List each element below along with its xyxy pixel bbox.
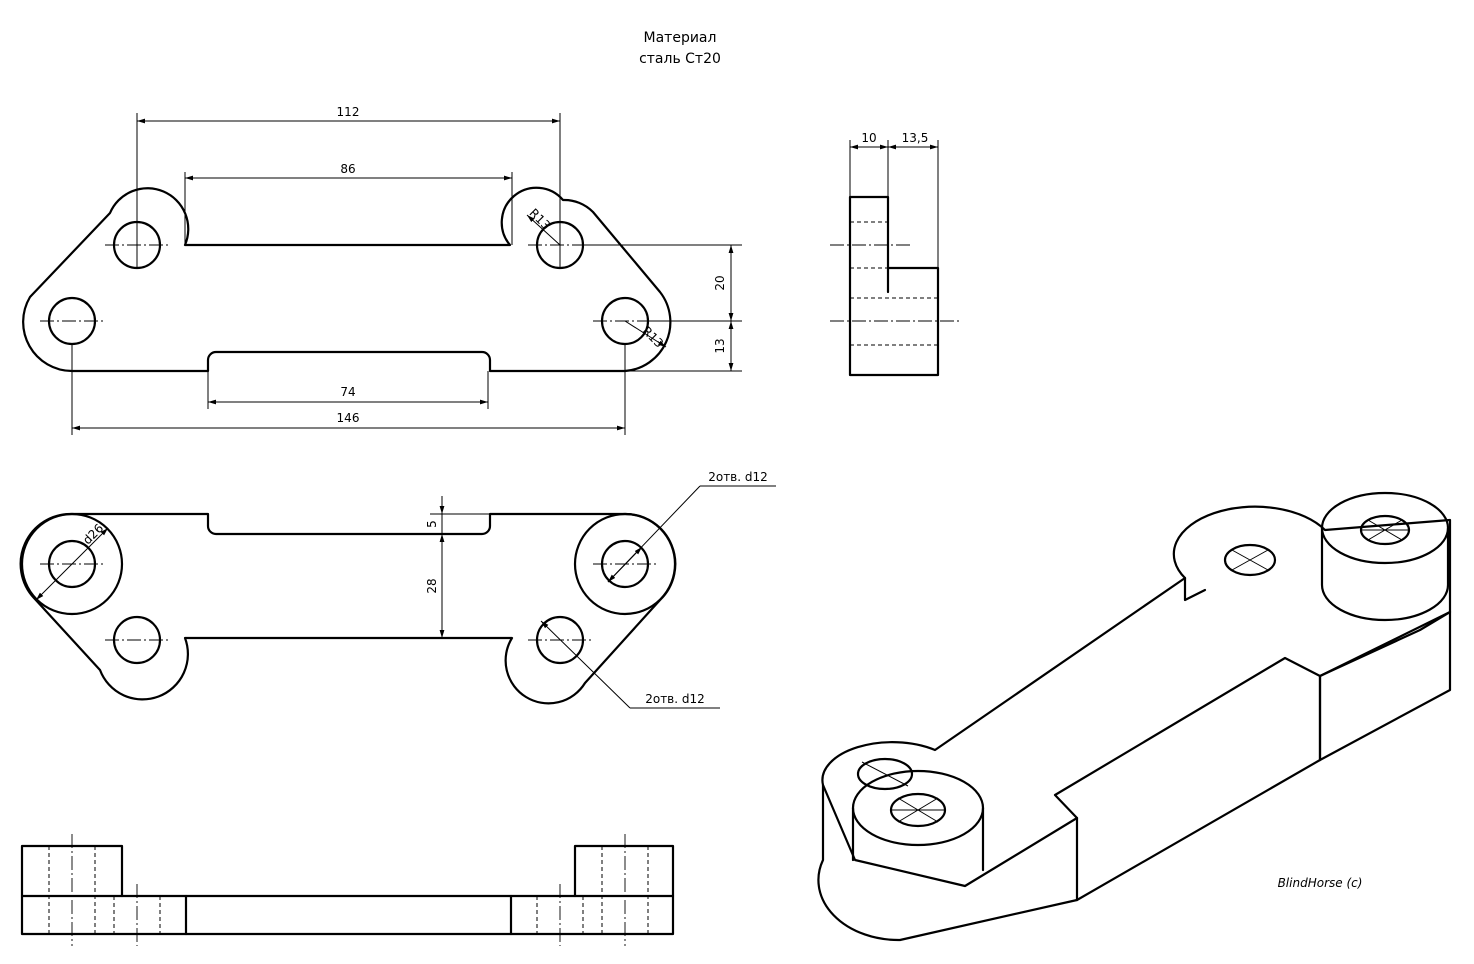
boss-left bbox=[20, 512, 124, 616]
boss-right bbox=[573, 512, 677, 616]
elevation-centerlines bbox=[71, 834, 626, 946]
dim-10: 10 bbox=[861, 131, 876, 145]
front-centerlines bbox=[40, 244, 657, 322]
front-view: 112 86 74 146 20 13 R13 R13 bbox=[22, 105, 742, 435]
dim-146: 146 bbox=[337, 411, 360, 425]
plan-centerlines bbox=[40, 563, 657, 641]
dim-20: 20 bbox=[713, 275, 727, 290]
plan-view: 5 28 d26 2отв. d12 2отв. d12 bbox=[19, 470, 776, 709]
dim-5: 5 bbox=[425, 520, 439, 528]
isometric-view bbox=[817, 491, 1452, 942]
holes-note-bottom: 2отв. d12 bbox=[645, 692, 705, 706]
material-value: сталь Ст20 bbox=[639, 51, 721, 67]
plan-view-outline bbox=[19, 512, 677, 705]
side-hidden-lines bbox=[850, 221, 938, 346]
dim-74: 74 bbox=[340, 385, 355, 399]
plan-dimension-lines bbox=[35, 485, 776, 709]
front-view-outline bbox=[22, 186, 672, 373]
iso-hole-back-left bbox=[856, 757, 914, 791]
side-view: 10 13,5 bbox=[830, 131, 960, 377]
dim-13: 13 bbox=[713, 338, 727, 353]
dim-13-5: 13,5 bbox=[902, 131, 929, 145]
side-dimension-lines bbox=[849, 140, 939, 268]
iso-hole-mid bbox=[1223, 543, 1277, 577]
elevation-view bbox=[20, 834, 675, 946]
iso-boss-left-side bbox=[851, 806, 985, 872]
dim-112: 112 bbox=[337, 105, 360, 119]
material-note: Материал сталь Ст20 bbox=[639, 30, 721, 67]
radius-label-top: R13 bbox=[527, 206, 554, 233]
holes-note-top: 2отв. d12 bbox=[708, 470, 768, 484]
front-dimension-lines bbox=[72, 118, 734, 431]
iso-boss-left-top bbox=[851, 769, 985, 847]
side-centerlines bbox=[830, 244, 960, 322]
signature: BlindHorse (c) bbox=[1278, 876, 1363, 890]
iso-lower-side bbox=[817, 783, 1079, 942]
radius-label-right: R13 bbox=[640, 324, 667, 351]
elevation-hidden-lines bbox=[48, 846, 649, 934]
front-extension-lines bbox=[71, 113, 742, 435]
side-view-outline bbox=[848, 195, 940, 377]
dim-86: 86 bbox=[340, 162, 355, 176]
iso-boss-right-side bbox=[1320, 526, 1450, 622]
dim-28: 28 bbox=[425, 578, 439, 593]
iso-top-outline bbox=[821, 505, 1452, 888]
material-label: Материал bbox=[644, 30, 717, 46]
elevation-outline bbox=[20, 844, 675, 936]
